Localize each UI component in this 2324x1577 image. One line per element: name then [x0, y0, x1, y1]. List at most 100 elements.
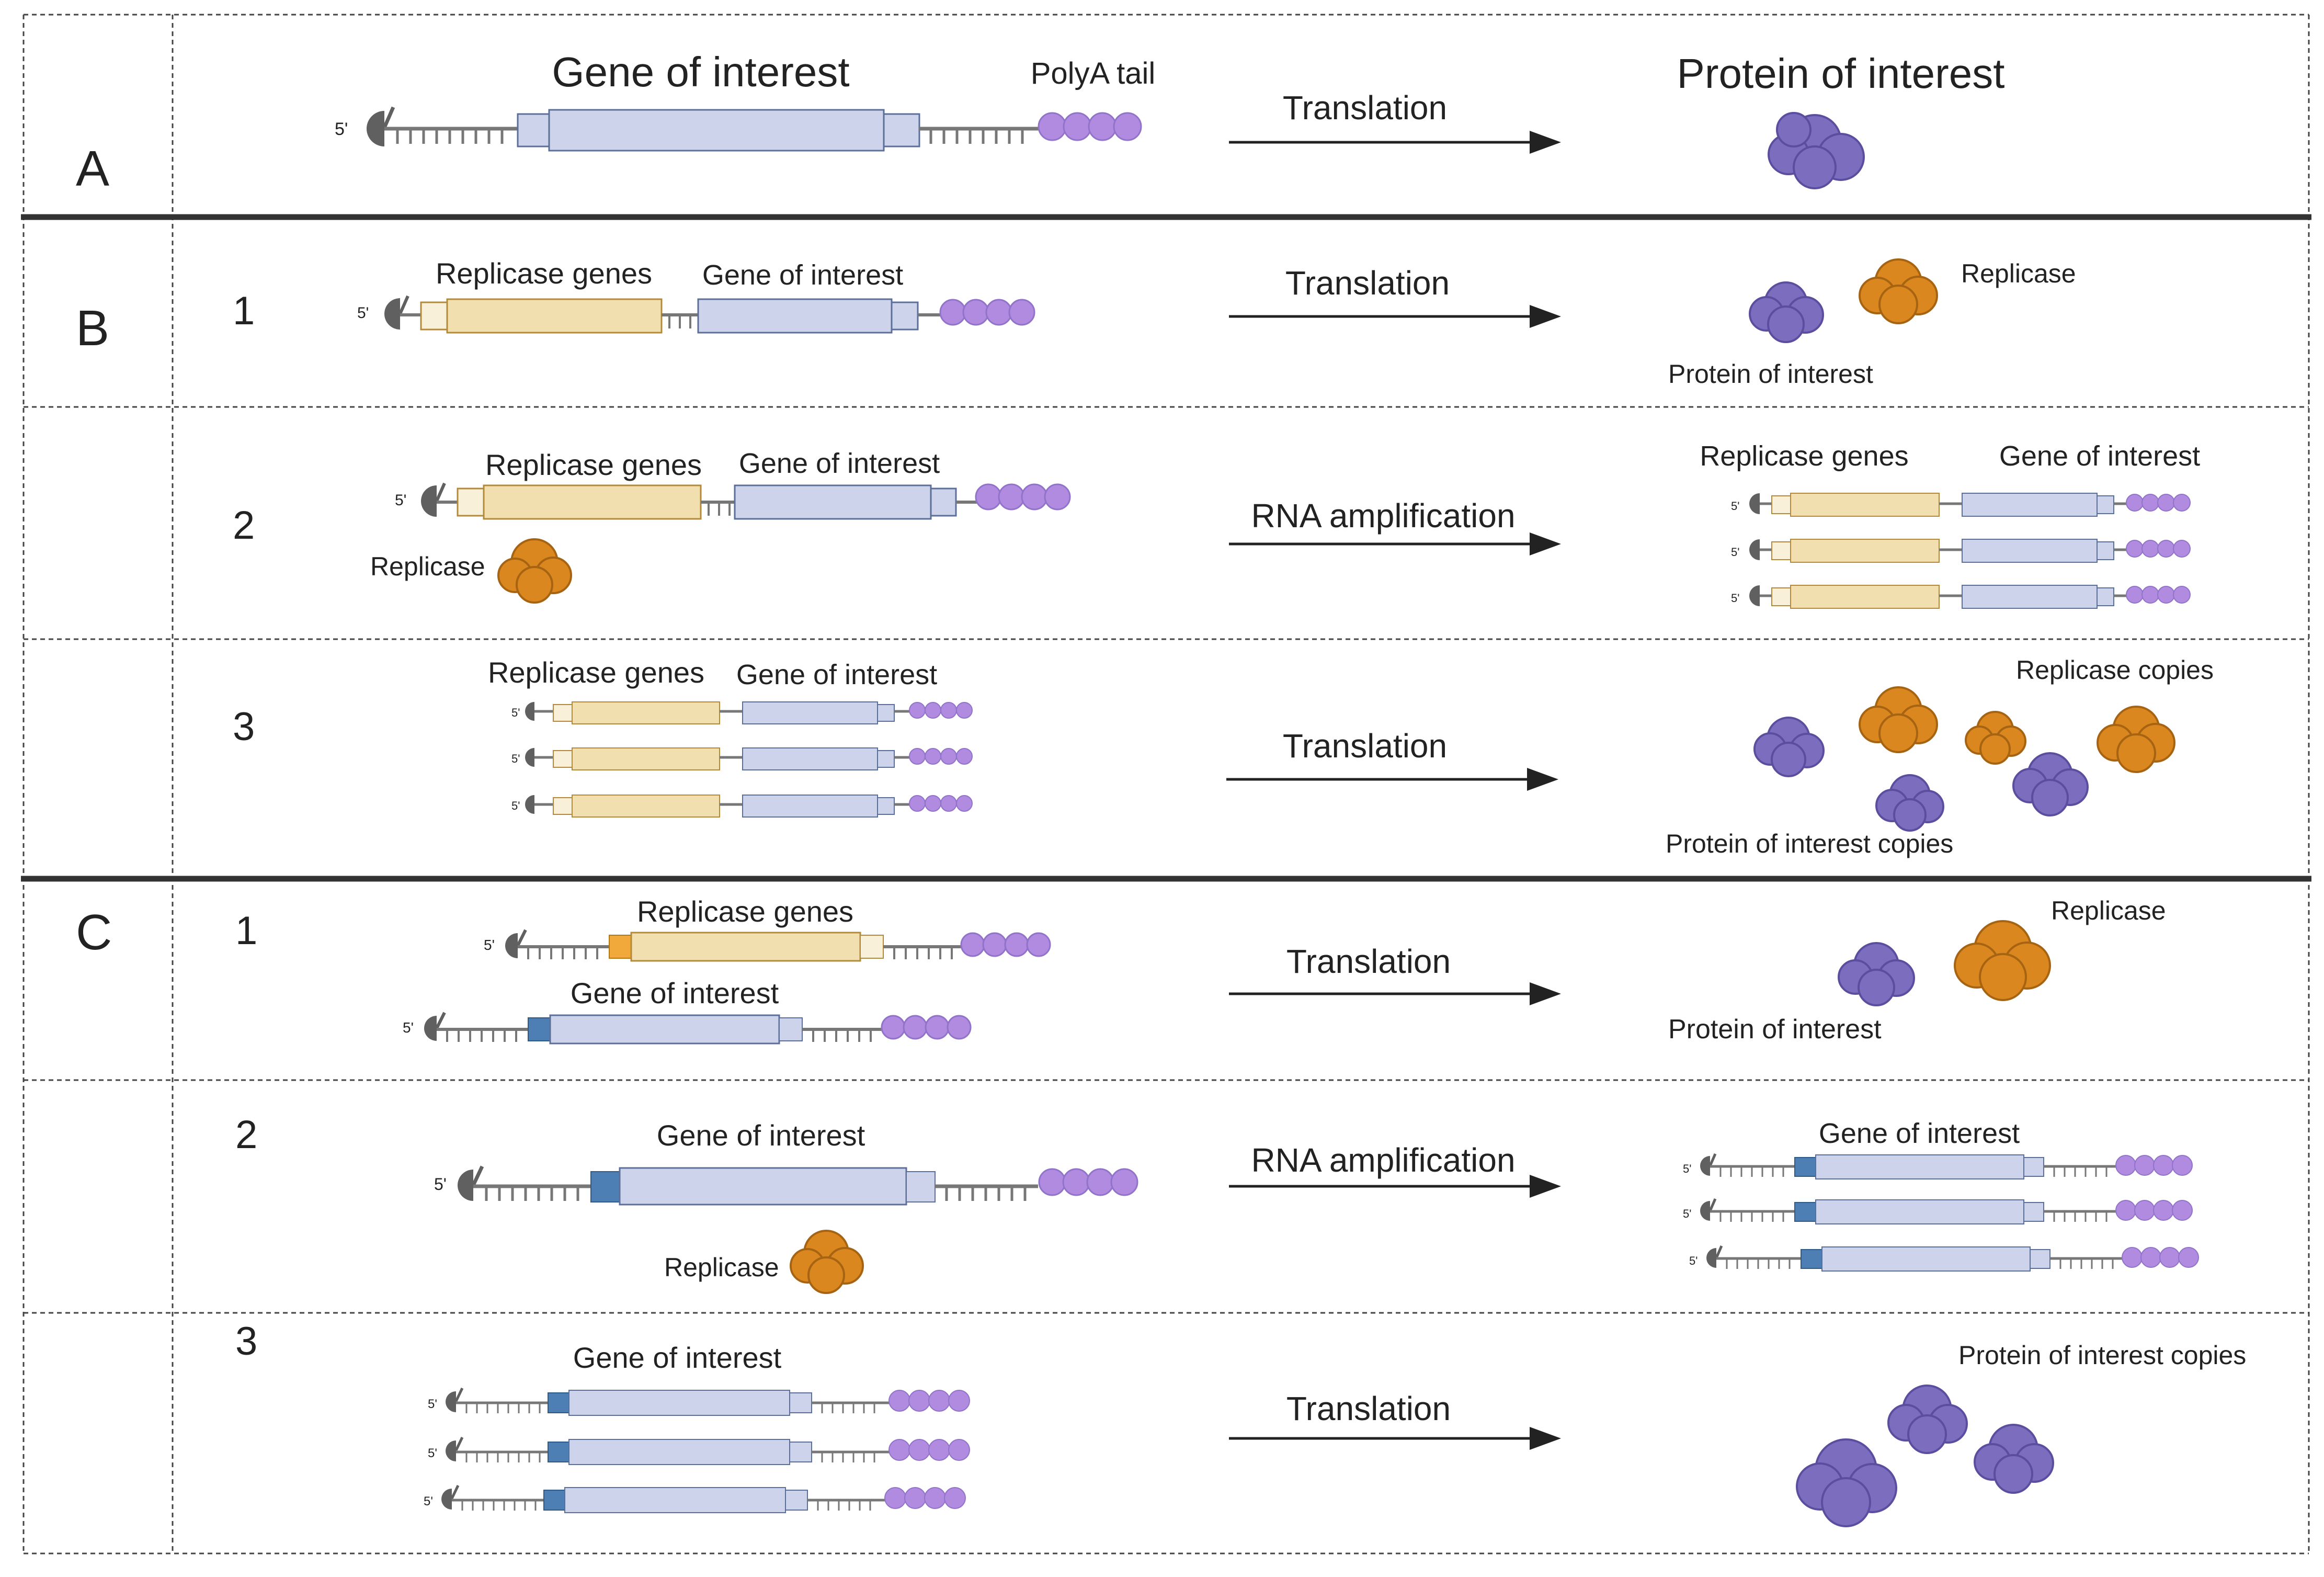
replicase-protein-icon: [1859, 686, 1938, 753]
gene-of-interest-label: Gene of interest: [552, 49, 849, 95]
utr-box: [860, 935, 884, 959]
replicase-protein-icon: [1859, 258, 1938, 324]
polya-tail-label: PolyA tail: [1031, 56, 1156, 90]
utr-box: [930, 487, 957, 517]
replicase-protein-icon: [790, 1230, 864, 1294]
translation-label: Translation: [1286, 943, 1451, 980]
utr-comb-icon: [396, 129, 504, 144]
translation-arrow: [1229, 982, 1561, 1005]
polya-tail-icon: [975, 483, 1071, 510]
replicase-protein-icon: [497, 538, 572, 604]
sub-label-c2: 2: [235, 1113, 257, 1157]
rna-amplification-arrow: [1229, 1175, 1561, 1198]
protein-icon: [1749, 281, 1824, 343]
protein-of-interest-label: Protein of interest: [1668, 359, 1873, 389]
utr-box: [517, 113, 550, 148]
translation-label: Translation: [1286, 1390, 1451, 1427]
protein-icon: [2012, 752, 2089, 816]
svg-text:5': 5': [424, 1494, 433, 1508]
svg-text:5': 5': [434, 1175, 447, 1194]
rna-amplification-arrow: [1229, 532, 1561, 555]
svg-text:5': 5': [428, 1397, 437, 1411]
amplified-gene-copies: 5' 5' 5': [1683, 1153, 2199, 1272]
replicase-genes-label: Replicase genes: [1700, 440, 1908, 472]
row-label-b: B: [76, 300, 109, 356]
protein-icon: [1768, 112, 1865, 189]
utr-box: [457, 487, 485, 517]
protein-of-interest-label: Protein of interest: [1677, 50, 2005, 97]
gene-of-interest-label: Gene of interest: [736, 659, 937, 690]
protein-of-interest-copies-label: Protein of interest copies: [1958, 1341, 2246, 1370]
gene-of-interest-label: Gene of interest: [571, 977, 779, 1009]
replicon-construct-b1: 5': [357, 295, 1035, 334]
replicon-copy: 5': [1731, 585, 2191, 609]
amplified-replicon-copies: 5' 5' 5': [1731, 493, 2191, 609]
protein-icon: [1887, 1385, 1968, 1454]
start-codon-box: [590, 1171, 620, 1202]
gene-of-interest-label: Gene of interest: [573, 1341, 782, 1374]
svg-text:5': 5': [403, 1019, 414, 1036]
gene-copy: 5': [1683, 1153, 2193, 1179]
protein-of-interest-label: Protein of interest: [1668, 1014, 1882, 1045]
sub-label-c1: 1: [235, 909, 257, 953]
replicase-protein-icon: [2097, 706, 2175, 773]
protein-icon: [1974, 1424, 2054, 1494]
row-label-a: A: [76, 141, 109, 197]
svg-text:5': 5': [511, 752, 520, 765]
svg-text:5': 5': [511, 799, 520, 812]
gene-of-interest-box: [697, 298, 893, 334]
translation-arrow: [1229, 1427, 1561, 1450]
gene-of-interest-box: [548, 109, 885, 152]
replicase-copies-label: Replicase copies: [2016, 655, 2214, 685]
row-label-c: C: [76, 904, 112, 960]
gene-of-interest-label: Gene of interest: [702, 259, 903, 291]
replicon-copy: 5': [1731, 539, 2191, 563]
gene-of-interest-box: [734, 484, 932, 520]
protein-icon: [1875, 774, 1944, 832]
translation-label: Translation: [1285, 264, 1450, 302]
replicase-label: Replicase: [1961, 259, 2076, 288]
gene-copies-c3: 5' 5' 5': [424, 1387, 970, 1513]
replicase-label: Replicase: [664, 1253, 779, 1282]
start-codon-box: [528, 1017, 551, 1041]
protein-of-interest-copies-label: Protein of interest copies: [1666, 829, 1953, 858]
sub-label-c3: 3: [235, 1319, 257, 1364]
replicon-copy: 5': [511, 795, 973, 818]
svg-text:5': 5': [484, 937, 495, 953]
replicase-label: Replicase: [2051, 896, 2166, 925]
translation-arrow: [1229, 305, 1561, 328]
gene-of-interest-box: [619, 1167, 907, 1206]
start-codon-box: [609, 935, 632, 959]
svg-text:5': 5': [511, 706, 520, 719]
gene-copy: 5': [428, 1387, 970, 1416]
protein-icon: [1753, 717, 1825, 777]
replicase-protein-icon: [1954, 920, 2051, 1001]
utr-box: [891, 301, 919, 331]
sub-label-b1: 1: [233, 289, 255, 333]
gene-of-interest-label: Gene of interest: [1819, 1118, 2020, 1149]
gene-of-interest-label: Gene of interest: [1999, 440, 2200, 472]
rna-amplification-label: RNA amplification: [1251, 1141, 1515, 1179]
replicase-label: Replicase: [370, 552, 485, 581]
polya-tail-icon: [881, 1015, 972, 1040]
replicase-construct-c1: 5': [484, 929, 1051, 962]
svg-text:5': 5': [1683, 1207, 1691, 1220]
table-grid: [22, 14, 2310, 1555]
utr-box: [906, 1171, 936, 1202]
cap-icon: [367, 106, 395, 146]
section-dividers: [21, 214, 2311, 882]
replicon-construct-b2: 5': [395, 482, 1071, 520]
replicase-protein-icon: [1965, 711, 2026, 765]
five-prime-label: 5': [335, 119, 348, 139]
replicon-copy: 5': [1731, 493, 2191, 517]
rna-amplification-label: RNA amplification: [1251, 497, 1515, 535]
protein-icon: [1838, 942, 1915, 1006]
translation-arrow: [1226, 768, 1558, 791]
gene-of-interest-label: Gene of interest: [739, 448, 940, 479]
utr-box: [420, 301, 448, 331]
replicase-genes-label: Replicase genes: [436, 257, 652, 290]
svg-text:5': 5': [1731, 546, 1739, 559]
gene-of-interest-label: Gene of interest: [657, 1119, 865, 1152]
polya-tail-icon: [939, 299, 1035, 326]
